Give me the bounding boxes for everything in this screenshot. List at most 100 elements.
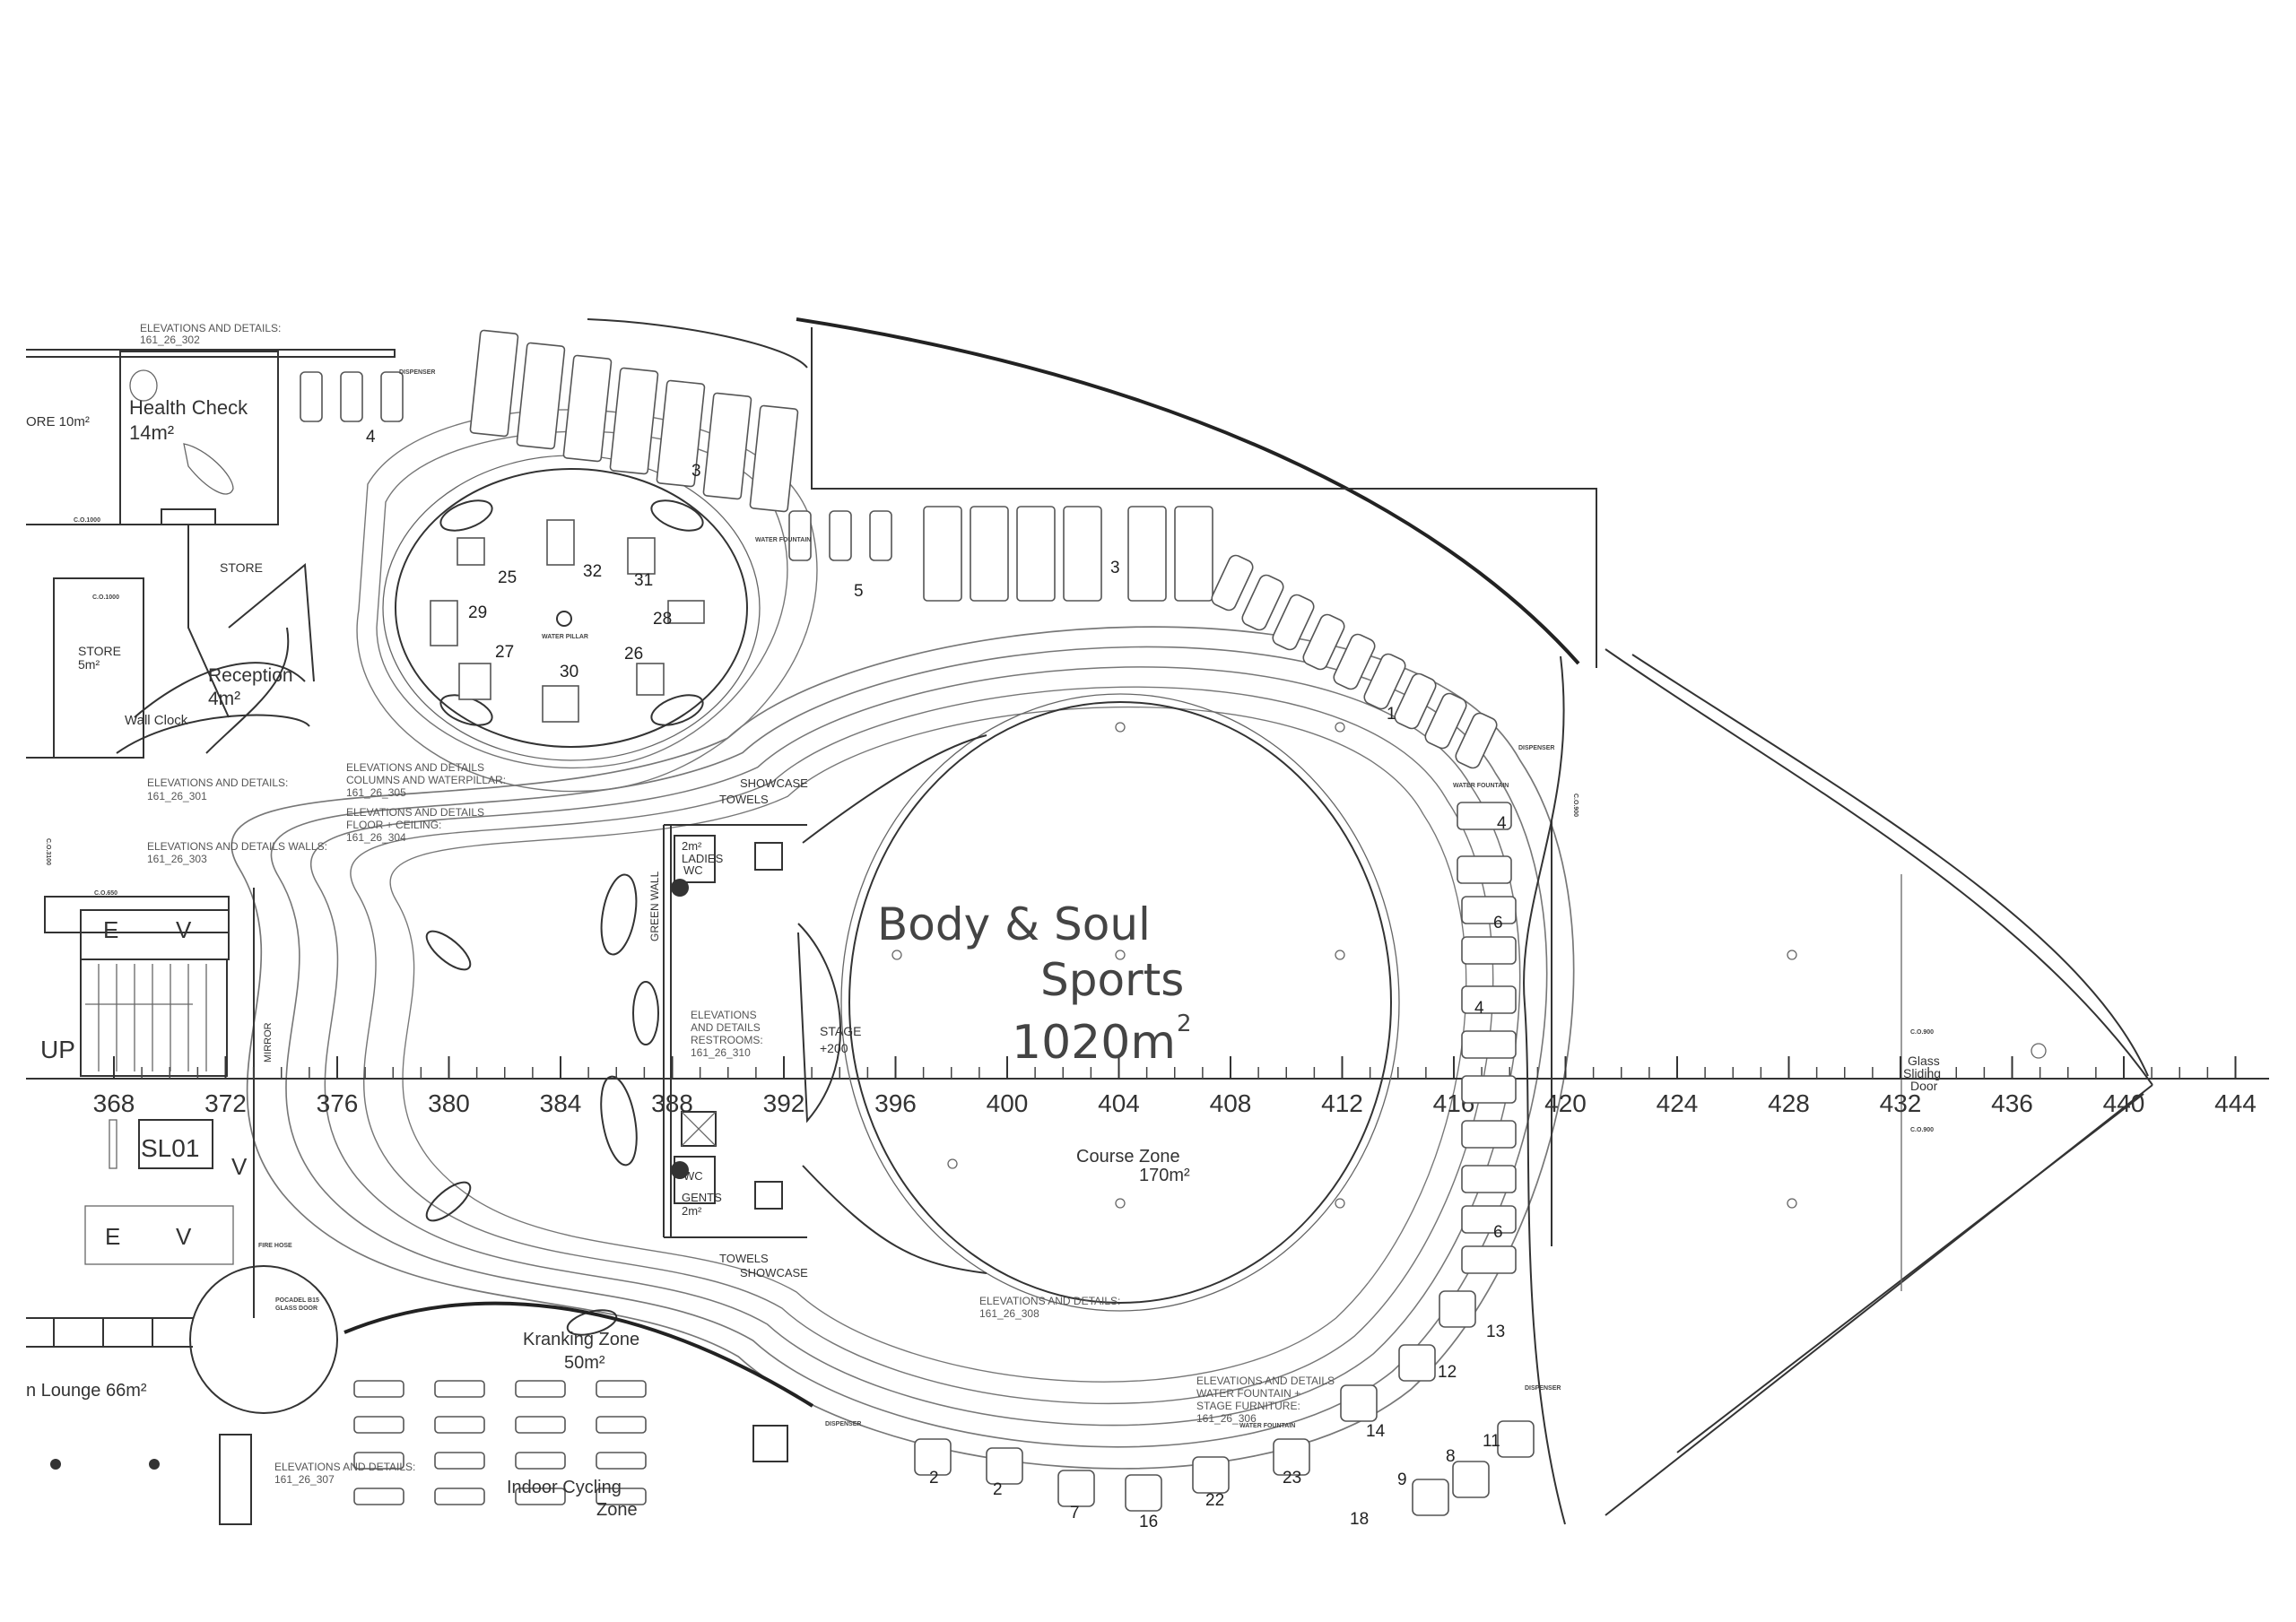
glass-door-label: POCADEL B15 (275, 1297, 319, 1304)
green-wall-label: GREEN WALL (648, 871, 661, 941)
svg-text:RESTROOMS:: RESTROOMS: (691, 1034, 763, 1046)
restrooms (663, 824, 807, 1238)
svg-text:161_26_310: 161_26_310 (691, 1046, 751, 1059)
strength-machine (914, 1438, 952, 1476)
equipment-number: 2 (993, 1480, 1003, 1499)
axis-tick-label: 420 (1544, 1089, 1587, 1117)
svg-text:ELEVATIONS AND DETAILS: ELEVATIONS AND DETAILS (1196, 1375, 1335, 1387)
mirror-label: MIRROR (263, 1022, 274, 1063)
contour-line (376, 430, 788, 769)
cross-trainer (1302, 613, 1345, 671)
stair-up-label: UP (40, 1036, 75, 1063)
svg-text:FLOOR + CEILING:: FLOOR + CEILING: (346, 819, 441, 831)
svg-text:ELEVATIONS AND DETAILS: ELEVATIONS AND DETAILS (346, 761, 484, 774)
towels-top: TOWELS (719, 793, 769, 806)
equipment-number: 18 (1350, 1510, 1369, 1529)
indoor-bike (596, 1380, 647, 1398)
axis-tick-label: 404 (1098, 1089, 1140, 1117)
cross-trainer (1424, 692, 1467, 750)
room-health-check: Health Check (129, 396, 248, 419)
towels-bottom: TOWELS (719, 1252, 769, 1265)
stage-level: +200 (820, 1041, 848, 1055)
treadmill (562, 354, 613, 463)
dispenser-label: DISPENSER (399, 369, 435, 376)
equipment-number: 29 (468, 603, 487, 622)
svg-text:ELEVATIONS AND DETAILS WALLS:: ELEVATIONS AND DETAILS WALLS: (147, 840, 327, 853)
strength-machine (1452, 1461, 1490, 1498)
reference-303: ELEVATIONS AND DETAILS WALLS:161_26_303 (147, 840, 327, 865)
room-reception-area: 4m² (208, 689, 240, 709)
cross-trainer (1363, 653, 1406, 710)
svg-text:161_26_307: 161_26_307 (274, 1473, 335, 1486)
room-indoor-cycling-zone: Zone (596, 1500, 638, 1520)
equipment-number: 16 (1139, 1513, 1158, 1531)
stage-label: STAGE (820, 1024, 861, 1038)
elevator-v-top: V (176, 916, 192, 943)
water-fountain-label-2: WATER FOUNTAIN (1453, 783, 1509, 789)
cross-trainer (1272, 594, 1315, 651)
door-code: C.O.900 (1910, 1029, 1934, 1036)
room-store: STORE (220, 560, 263, 575)
equipment-number: 9 (1397, 1470, 1407, 1489)
circuit-island (382, 455, 761, 761)
equipment-number: 7 (1070, 1504, 1080, 1522)
equipment-number: 5 (854, 582, 864, 601)
svg-text:ELEVATIONS AND DETAILS: ELEVATIONS AND DETAILS (346, 806, 484, 819)
ladies-wc: WC (683, 863, 703, 877)
door-code: C.O.1000 (74, 517, 100, 524)
contour-line (356, 409, 818, 793)
svg-text:ELEVATIONS AND DETAILS:: ELEVATIONS AND DETAILS: (140, 322, 281, 334)
svg-text:161_26_308: 161_26_308 (979, 1307, 1039, 1320)
strength-machine (1057, 1470, 1095, 1507)
treadmill (923, 506, 962, 602)
equipment-number: 2 (929, 1469, 939, 1488)
outer-walls (26, 317, 2153, 1525)
indoor-bike (353, 1380, 404, 1398)
equipment-number: 6 (1493, 914, 1503, 932)
treadmill (656, 379, 706, 488)
axis-tick-label: 396 (874, 1089, 917, 1117)
axis-tick-label: 392 (763, 1089, 805, 1117)
cross-trainer (1394, 672, 1437, 730)
treadmill (1127, 506, 1167, 602)
cardio-machine (1457, 802, 1512, 830)
indoor-bike (434, 1452, 485, 1470)
gents-label: GENTS (682, 1191, 722, 1204)
gents-wc: WC (683, 1169, 703, 1183)
treadmill (970, 506, 1009, 602)
water-fountain-label-3: WATER FOUNTAIN (1239, 1423, 1295, 1429)
svg-text:AND DETAILS: AND DETAILS (691, 1021, 761, 1034)
strength-machine (1340, 1384, 1378, 1422)
indoor-bike (434, 1380, 485, 1398)
equipment-number: 8 (1446, 1447, 1456, 1466)
axis-tick-label: 372 (204, 1089, 247, 1117)
svg-text:ELEVATIONS AND DETAILS:: ELEVATIONS AND DETAILS: (274, 1461, 415, 1473)
title-area: 1020m (1012, 1016, 1176, 1070)
equipment-number: 14 (1366, 1422, 1386, 1441)
fire-hose-label: FIRE HOSE (258, 1243, 292, 1249)
cardio-machine (1461, 1120, 1517, 1149)
planter-island (425, 1181, 472, 1222)
equipment-number: 28 (653, 610, 672, 629)
indoor-bike (596, 1452, 647, 1470)
equipment-number: 12 (1438, 1363, 1457, 1382)
indoor-bike (434, 1488, 485, 1505)
cross-trainer (1241, 574, 1284, 631)
glass-sliding-door-3: Door (1910, 1079, 1938, 1093)
exercise-bike (300, 371, 323, 422)
cardio-machine (1461, 1030, 1517, 1059)
svg-text:161_26_305: 161_26_305 (346, 786, 406, 799)
exercise-bike (340, 371, 363, 422)
axis-tick-label: 424 (1657, 1089, 1699, 1117)
room-course-zone-area: 170m² (1139, 1166, 1190, 1185)
svg-text:STAGE FURNITURE:: STAGE FURNITURE: (1196, 1400, 1300, 1412)
treadmill (609, 367, 659, 475)
planter-island (600, 873, 638, 956)
equipment-number: 4 (1474, 999, 1484, 1018)
room-store-5: STORE (78, 644, 121, 658)
axis-tick-label: 428 (1768, 1089, 1810, 1117)
left-rooms (26, 351, 814, 1525)
planter-island (632, 981, 659, 1045)
